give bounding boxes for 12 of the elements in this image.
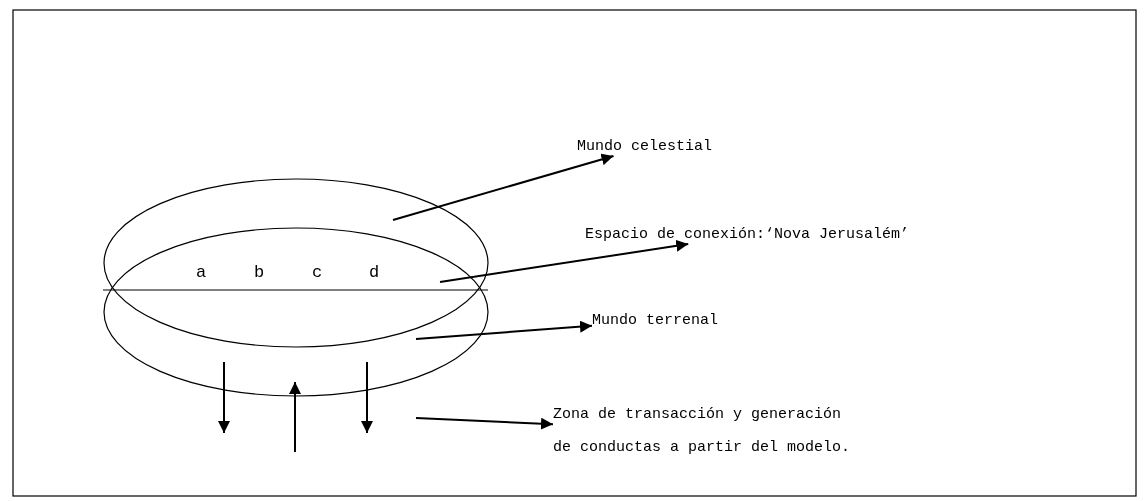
arrow — [392, 153, 615, 221]
node-label: Mundo terrenal — [592, 312, 719, 329]
arrow — [439, 239, 690, 283]
letter-label: a — [196, 264, 207, 282]
letter-label: d — [369, 264, 380, 282]
arrow — [415, 417, 554, 430]
node-label: Zona de transacción y generación de conductas a partir del modelo. — [553, 406, 851, 456]
node-label: Espacio de conexión:‘Nova Jerusalém’ — [585, 226, 910, 243]
letter-label: b — [254, 264, 265, 282]
node-label: Mundo celestial — [577, 138, 713, 155]
arrow — [415, 320, 593, 340]
letter-label: c — [312, 264, 323, 282]
